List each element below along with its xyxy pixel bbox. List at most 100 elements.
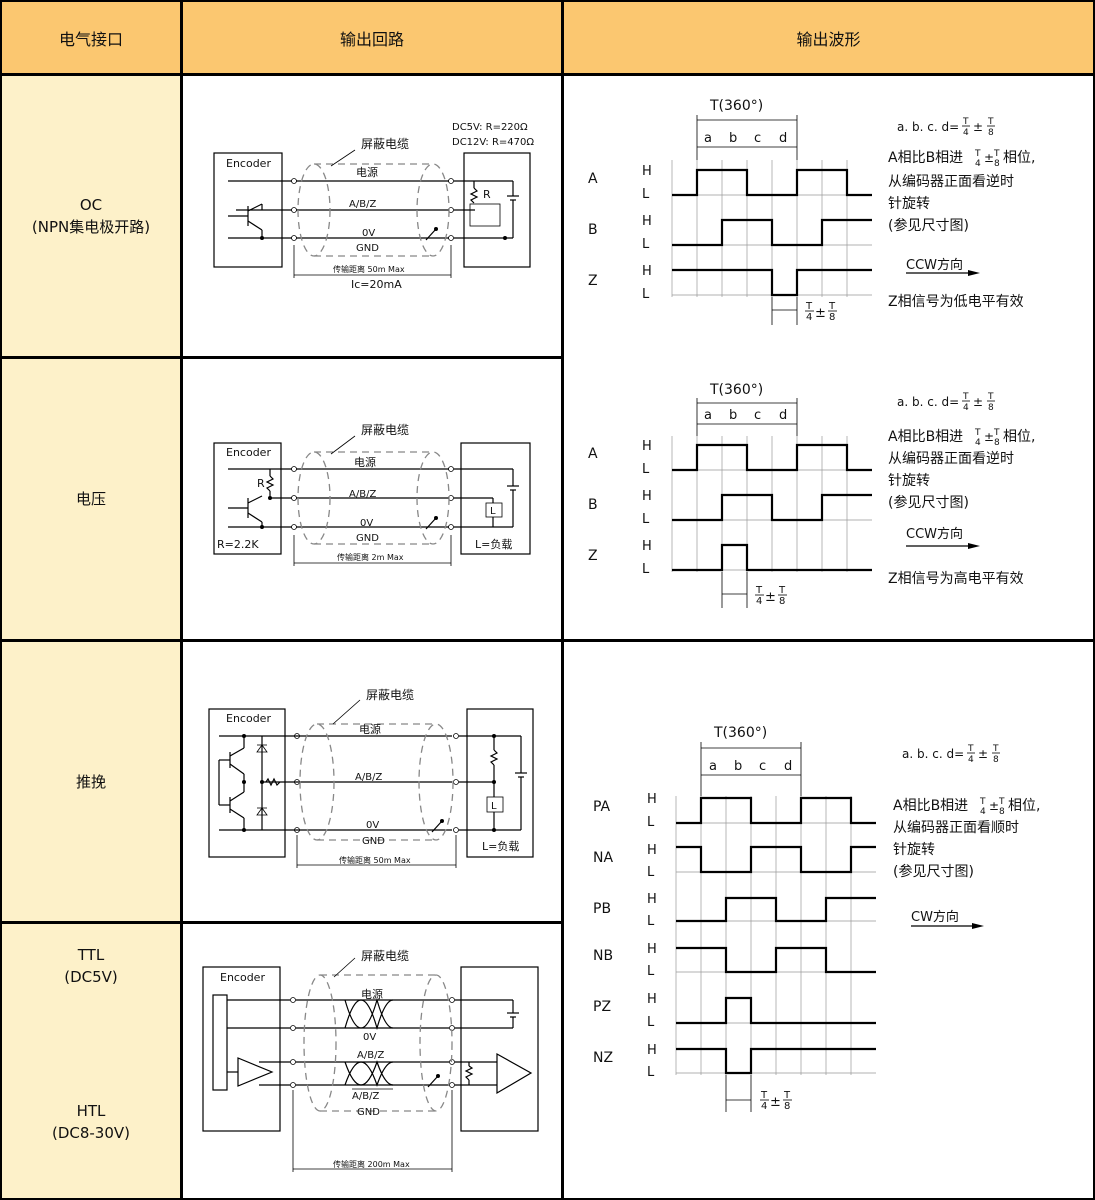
r-label-2: R [257,477,265,490]
abcd-t-1: T [962,117,969,127]
l-nz: L [647,1065,655,1080]
oc-distance: 传输距离 50m Max [333,264,405,274]
shield-label-4: 屏蔽电缆 [361,949,409,963]
label-na: NA [593,850,613,866]
label-a-1: A [588,171,598,187]
tol-t-1: T [805,301,813,312]
circuit-voltage: Encoder R R=2.2K 屏蔽电缆 电源 A/B/Z 0V GND [213,423,531,566]
tol-8-3: 8 [784,1101,790,1112]
waveform-oc: T(360°) a b c d A B Z H L H L H L T 4 ± [588,98,1035,325]
wave-pz [676,996,876,1025]
ccw-1: CCW方向 [906,257,963,273]
gnd-label-3: GND [362,836,385,847]
abcd-pm-2: ± [973,395,983,409]
wave-a-2 [672,443,872,472]
abcd-t-3: T [967,744,974,754]
abcd-t-2: T [962,392,969,402]
label-a-2: A [588,446,598,462]
seg-d-2: d [779,408,787,423]
wave-z-1 [672,268,872,297]
gnd-label-4: GND [357,1107,380,1118]
volt-r-label: R=2.2K [217,538,259,551]
l-label: L [490,506,496,517]
load-label: L=负载 [475,537,512,551]
tol-t2-1: T [828,301,836,312]
seg-c-3: c [759,759,766,774]
seg-a-3: a [709,759,717,774]
seg-b-1: b [729,131,737,146]
note1-post-2: 相位, [1003,429,1035,445]
note1-t-2: T [974,428,981,438]
period-label-3: T(360°) [713,725,767,741]
note1-t2-2: T [993,428,1000,438]
note3-3: 针旋转 [893,842,935,858]
dc12v-label: DC12V: R=470Ω [452,137,534,148]
circuit-oc: Encoder 屏蔽电缆 电源 A/B/Z 0V GND [213,122,534,291]
note1-pre-1: A相比B相进 [888,150,963,166]
h-2b: H [642,489,652,504]
row-oc-label: OC (NPN集电极开路) [2,76,180,356]
l-1z: L [642,287,650,302]
abz-label-2: A/B/Z [349,489,376,500]
ttl-line2: (DC5V) [64,968,118,986]
label-nz: NZ [593,1050,613,1066]
encoder-label-4: Encoder [220,971,265,984]
h-1a: H [642,164,652,179]
abcd-8-3: 8 [993,755,999,765]
cw-3: CW方向 [911,909,959,925]
wave-pa [676,796,876,825]
encoder-label: Encoder [226,157,271,170]
note3-1: 针旋转 [888,196,930,212]
note1-pm-1: ± [984,151,994,165]
note1-8-1: 8 [994,159,1000,169]
note3-2: 针旋转 [888,473,930,489]
abcd-t2-1: T [987,117,994,127]
waveform-diff-cell [564,642,1093,1198]
load-label-2: L=负载 [482,839,519,853]
note1-pre-2: A相比B相进 [888,429,963,445]
circuit-ttl: Encoder 屏蔽电缆 电源 0V A/B/Z A/B/Z GND [202,949,539,1132]
seg-c-2: c [754,408,761,423]
h-1z: H [642,264,652,279]
tol-pm-1: ± [815,306,826,321]
pp-distance: 传输距离 50m Max [339,855,411,865]
wave-pb [676,896,876,923]
seg-a-2: a [704,408,712,423]
z-note-2: Z相信号为高电平有效 [888,570,1024,587]
abcd-4-1: 4 [963,128,969,138]
ttl-line1: TTL [77,946,105,964]
tol-8-2: 8 [779,596,785,607]
power-label: 电源 [356,165,378,179]
h-pz: H [647,992,657,1007]
abcd-pm-1: ± [973,120,983,134]
waveform-diff: T(360°) a b c d PA NA PB NB PZ NZ H L H … [593,725,1040,1112]
circuit-pushpull: Encoder 屏蔽电缆 电源 A/B/Z 0V [208,688,534,868]
wave-b-1 [672,218,872,247]
note1-t2-1: T [993,149,1000,159]
pushpull-line1: 推挽 [75,772,106,791]
ttl-line3: HTL [76,1102,106,1120]
l-na: L [647,865,655,880]
zero-v-label-2: 0V [360,518,373,529]
note4-2: (参见尺寸图) [888,494,969,511]
wave-z-2 [672,543,872,572]
h-na: H [647,843,657,858]
label-pb: PB [593,901,611,917]
abz-label-4: A/B/Z [357,1050,384,1061]
circuit-voltage-cell [183,359,561,639]
abcd-t2-2: T [987,392,994,402]
abcd-4-2: 4 [963,403,969,413]
power-label-2: 电源 [354,455,376,469]
note1-8-3: 8 [999,807,1005,817]
tol-t2-3: T [783,1090,791,1101]
seg-b-3: b [734,759,742,774]
note1-4-2: 4 [975,438,981,448]
tol-4-1: 4 [806,312,812,323]
abcd-t2-3: T [992,744,999,754]
tol-pm-3: ± [770,1095,781,1110]
l-label-2: L [491,801,497,812]
row-ttl-label: TTL (DC5V) HTL (DC8-30V) [2,924,180,1198]
label-z-2: Z [588,548,598,564]
abcd-2: a. b. c. d= [897,395,959,409]
power-label-3: 电源 [359,722,381,736]
